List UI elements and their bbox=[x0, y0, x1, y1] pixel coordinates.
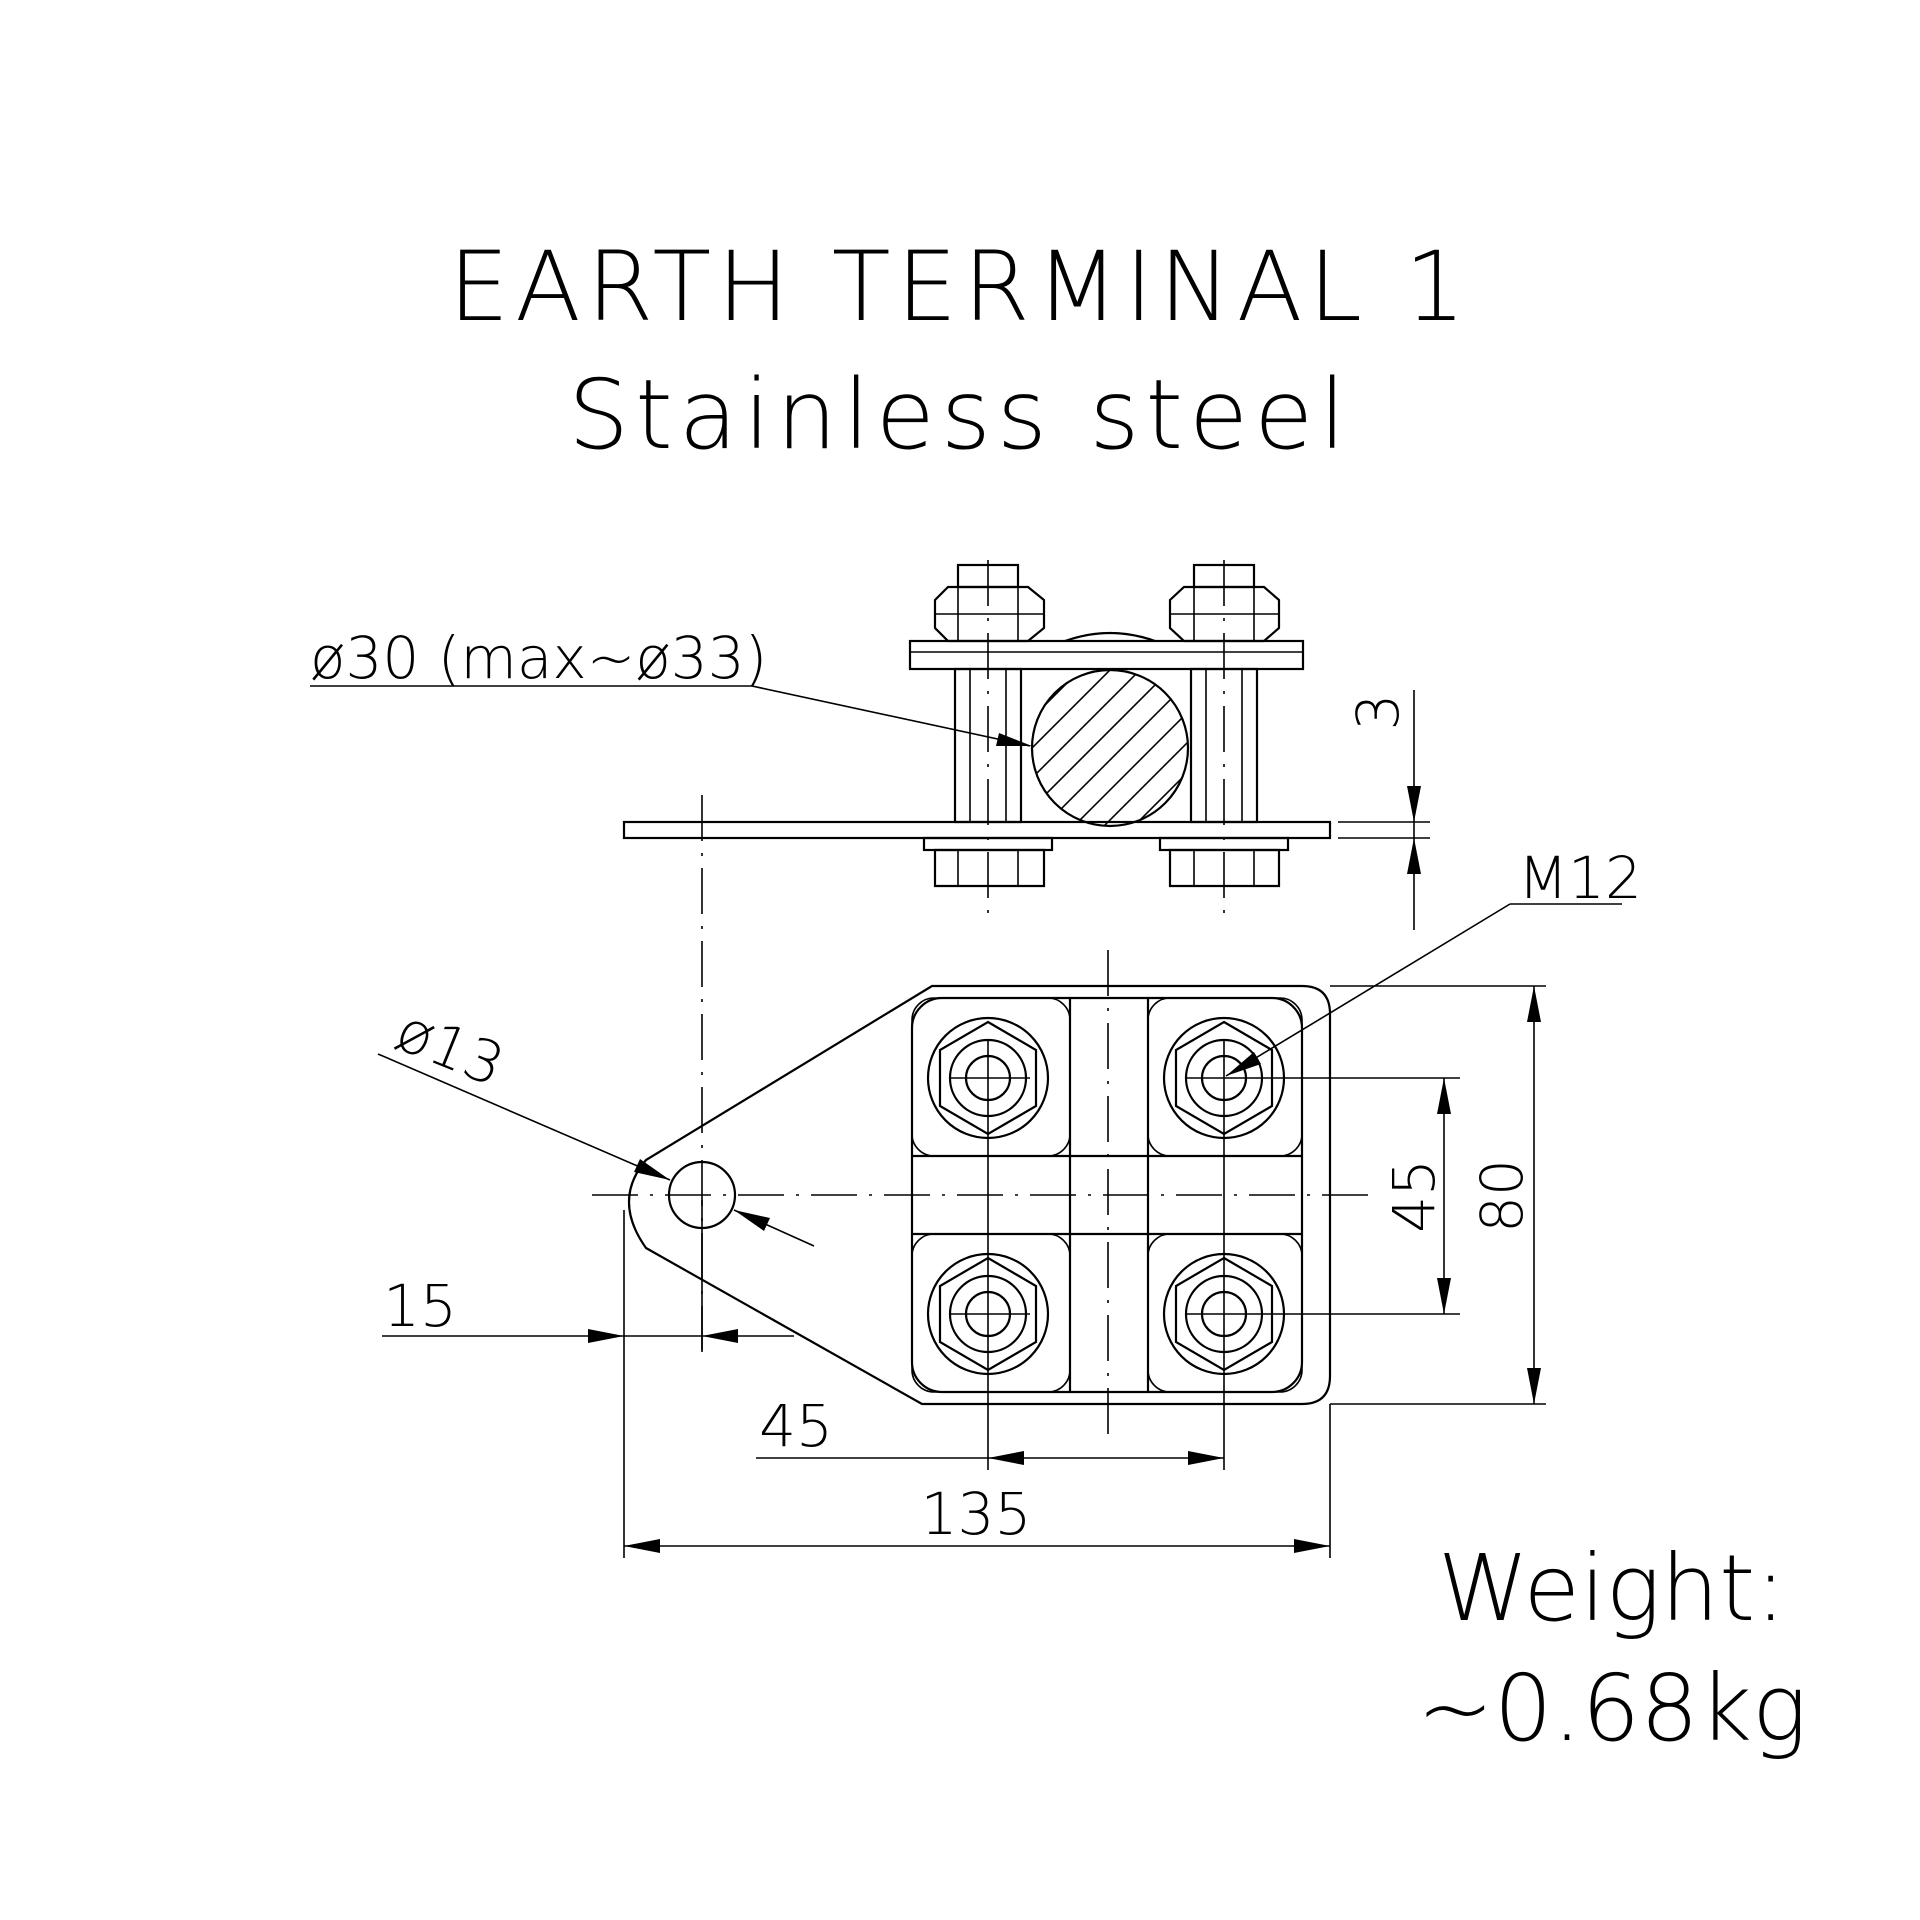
plate-outline bbox=[628, 984, 1332, 1406]
dim-rod-diameter: ø30 (max~ø33) bbox=[310, 624, 767, 692]
weight-label: Weight: bbox=[1438, 1535, 1786, 1642]
drawing-subtitle: Stainless steel bbox=[568, 359, 1352, 471]
dim-bolt-pitch-vertical: 45 bbox=[1380, 1159, 1448, 1233]
dim-hole-offset: 15 bbox=[383, 1272, 457, 1340]
dim-plate-height: 80 bbox=[1468, 1159, 1536, 1233]
weight-value: ~0.68kg bbox=[1417, 1655, 1807, 1762]
dim-overall-length: 135 bbox=[921, 1480, 1032, 1548]
dim-plate-thickness: 3 bbox=[1344, 694, 1412, 731]
drawing-title: EARTH TERMINAL 1 bbox=[448, 231, 1471, 343]
side-view: 3 ø30 (max~ø33) bbox=[310, 560, 1430, 1360]
dim-bolt-pitch-horizontal: 45 bbox=[759, 1392, 833, 1460]
plan-view: 45 80 M12 ø13 15 45 bbox=[377, 844, 1642, 1558]
dim-thread: M12 bbox=[1518, 844, 1642, 912]
clamp-plate-side bbox=[908, 639, 1305, 671]
